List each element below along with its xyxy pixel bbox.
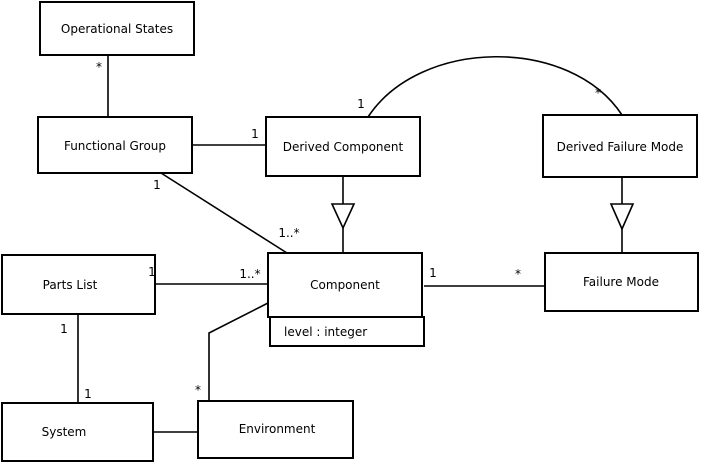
class-derived-failure-mode: Derived Failure Mode bbox=[542, 114, 698, 178]
association-derived-component-derived-failure-mode-arc bbox=[367, 56, 623, 118]
class-box-derived-component bbox=[265, 116, 421, 177]
class-label-environment: Environment bbox=[239, 422, 316, 436]
multiplicity-pl-comp-one: 1 bbox=[148, 265, 156, 279]
class-box-failure-mode bbox=[544, 252, 699, 312]
class-label-failure-mode: Failure Mode bbox=[583, 275, 659, 289]
class-system: System bbox=[1, 402, 154, 462]
class-box-operational-states bbox=[39, 1, 195, 56]
multiplicity-env-comp-star: * bbox=[195, 383, 201, 397]
association-functional-group-component bbox=[160, 172, 288, 254]
class-label-functional-group: Functional Group bbox=[64, 139, 166, 153]
class-functional-group: Functional Group bbox=[37, 116, 193, 174]
class-attribute-component: level : integer bbox=[284, 325, 367, 339]
multiplicity-comp-fm-star: * bbox=[515, 267, 521, 281]
multiplicity-comp-fm-one: 1 bbox=[429, 266, 437, 280]
class-box-functional-group bbox=[37, 116, 193, 174]
class-box-environment bbox=[197, 400, 354, 459]
multiplicity-pl-sys-one-bottom: 1 bbox=[84, 387, 92, 401]
class-label-derived-component: Derived Component bbox=[283, 140, 404, 154]
class-attribute-box-component bbox=[269, 316, 425, 347]
class-environment: Environment bbox=[197, 400, 354, 459]
multiplicity-pl-comp-many: 1..* bbox=[239, 267, 260, 281]
class-label-parts-list: Parts List bbox=[43, 278, 98, 292]
class-box-component bbox=[267, 252, 423, 318]
multiplicity-pl-sys-one-top: 1 bbox=[60, 322, 68, 336]
class-parts-list: Parts List bbox=[1, 254, 156, 315]
class-box-system bbox=[1, 402, 154, 462]
multiplicity-dfm-arc-star: * bbox=[595, 86, 601, 100]
generalization-arrowhead-derived-component-icon bbox=[330, 203, 356, 230]
class-derived-component: Derived Component bbox=[265, 116, 421, 177]
multiplicity-fg-comp-one: 1 bbox=[153, 178, 161, 192]
class-box-parts-list bbox=[1, 254, 156, 315]
class-label-system: System bbox=[42, 425, 87, 439]
multiplicity-dc-arc-one: 1 bbox=[357, 97, 365, 111]
class-operational-states: Operational States bbox=[39, 1, 195, 56]
class-label-component: Component bbox=[310, 278, 380, 292]
association-environment-component bbox=[208, 302, 269, 401]
class-component: Component level : integer bbox=[267, 252, 425, 347]
generalization-arrowhead-derived-failure-mode-icon bbox=[609, 203, 635, 231]
class-label-operational-states: Operational States bbox=[61, 22, 173, 36]
class-failure-mode: Failure Mode bbox=[544, 252, 699, 312]
multiplicity-fg-dc-one: 1 bbox=[251, 127, 259, 141]
class-box-derived-failure-mode bbox=[542, 114, 698, 178]
multiplicity-fg-comp-many: 1..* bbox=[278, 226, 299, 240]
class-label-derived-failure-mode: Derived Failure Mode bbox=[557, 140, 684, 154]
multiplicity-os-fg-star: * bbox=[96, 60, 102, 74]
